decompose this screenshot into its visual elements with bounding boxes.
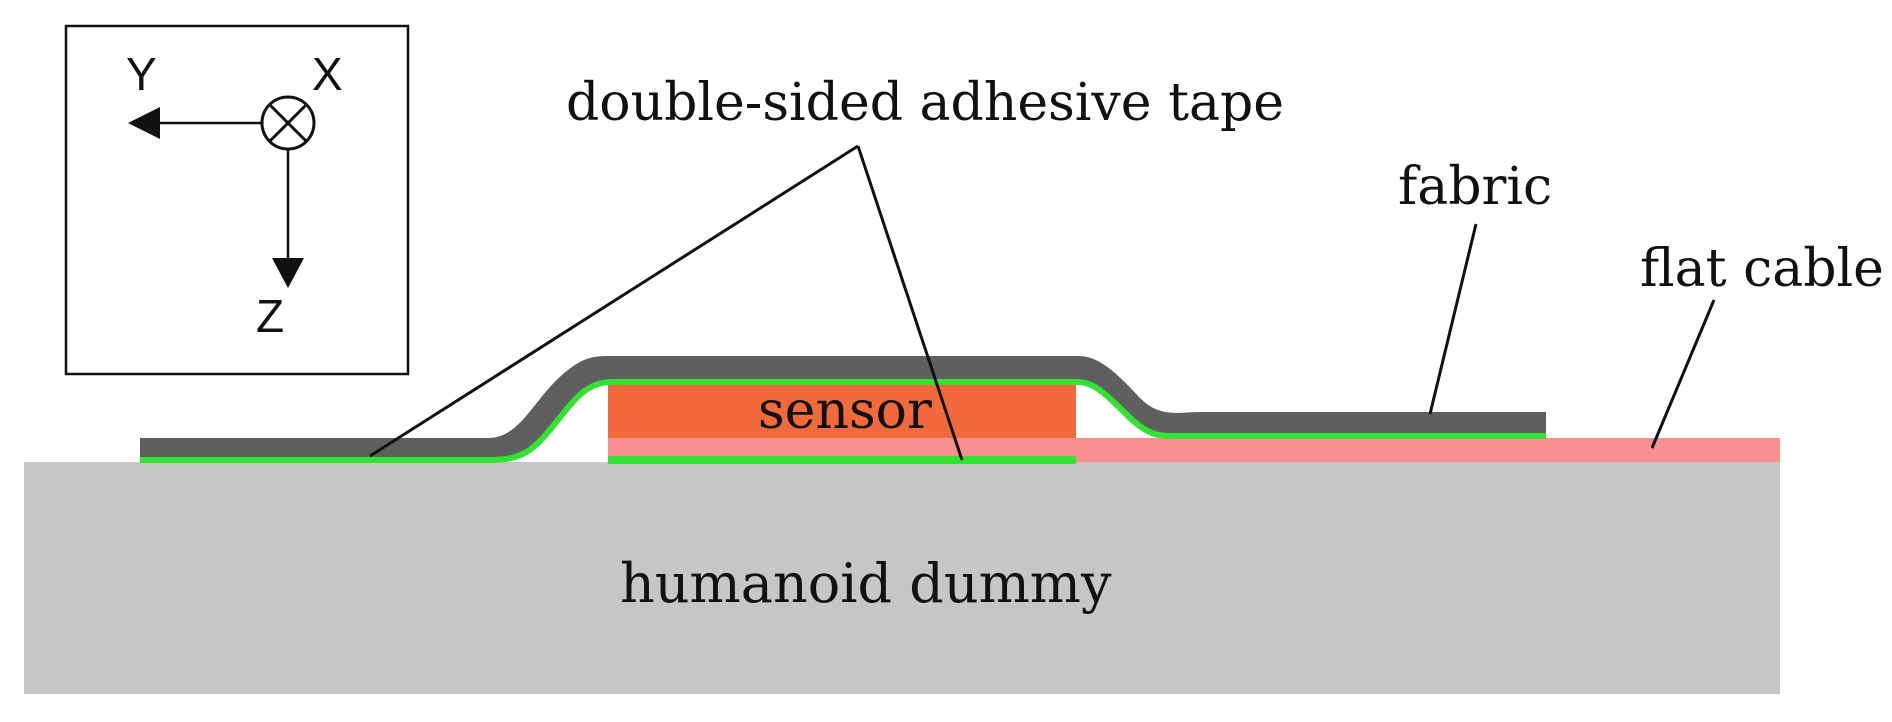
fabric-label: fabric xyxy=(1398,157,1552,217)
sensor-block xyxy=(608,380,1076,438)
sensor-label: sensor xyxy=(758,381,932,441)
x-axis-label: X xyxy=(312,48,343,100)
leader-lines xyxy=(369,144,1716,461)
y-axis-label: Y xyxy=(126,48,157,100)
adhesive-tape-label: double-sided adhesive tape xyxy=(566,73,1284,133)
axes-inset: Y X Z xyxy=(64,24,410,376)
humanoid-dummy-block xyxy=(24,462,1780,694)
flat-cable-label: flat cable xyxy=(1640,239,1884,299)
fabric-layer xyxy=(140,356,1546,458)
x-axis-into-page-icon xyxy=(260,95,316,151)
z-axis-label: Z xyxy=(256,290,284,342)
fabric-leader xyxy=(1428,223,1478,415)
adhesive-leader-left xyxy=(369,144,859,458)
sensor-lower-adhesive xyxy=(608,456,1076,464)
flat-cable-leader xyxy=(1650,299,1716,449)
y-axis-arrowhead xyxy=(128,107,160,139)
fabric-adhesive-line xyxy=(140,379,1546,463)
flat-cable-strip xyxy=(1076,438,1780,462)
axes-frame xyxy=(64,24,410,376)
adhesive-leader-right xyxy=(856,145,964,461)
z-axis-arrowhead xyxy=(272,258,304,288)
humanoid-dummy-label: humanoid dummy xyxy=(620,552,1112,615)
